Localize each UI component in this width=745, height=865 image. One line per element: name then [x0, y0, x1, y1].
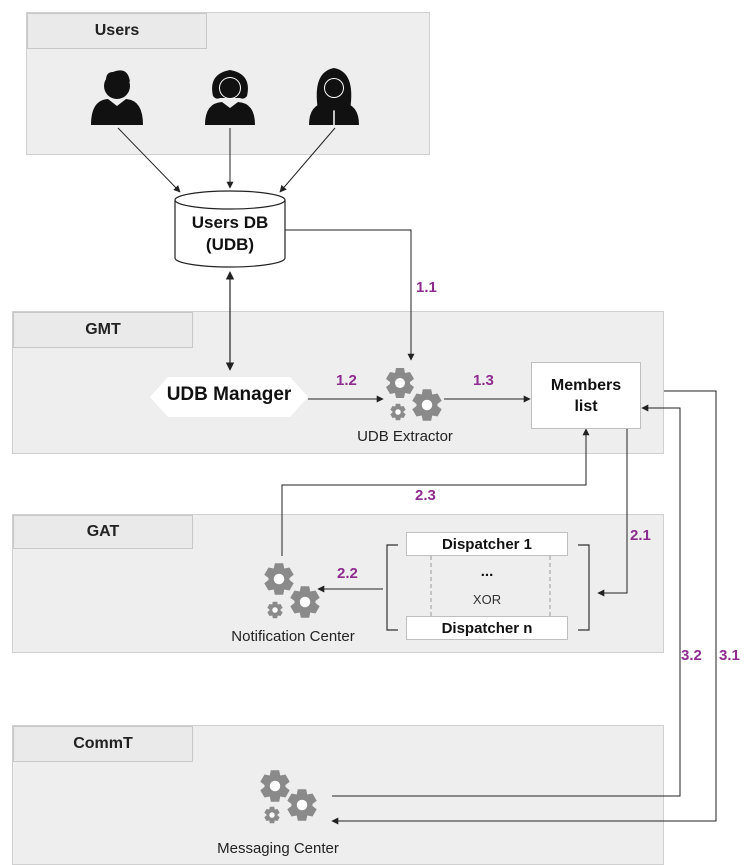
members-list-line1: Members: [550, 376, 622, 394]
udb-manager-label: UDB Manager: [166, 384, 292, 405]
commt-region-title: CommT: [13, 726, 193, 762]
person-female-icon: [205, 70, 255, 125]
users-db-label-line2: (UDB): [205, 235, 255, 254]
arrow-3-2: [332, 404, 681, 797]
dispatcher-left-bracket: [386, 544, 398, 631]
xor-label: XOR: [472, 592, 502, 607]
arrow-3-1: [331, 390, 717, 825]
step-2-1: 2.1: [630, 527, 651, 544]
step-1-3: 1.3: [473, 372, 494, 389]
members-list-box: Members list: [531, 362, 641, 429]
udb-extractor-label: UDB Extractor: [357, 428, 453, 445]
users-db-cylinder: [174, 190, 286, 268]
messaging-center-label: Messaging Center: [217, 840, 339, 857]
users-region-title: Users: [27, 13, 207, 49]
arrow-1-1: [285, 229, 415, 361]
commt-region: CommT: [12, 725, 664, 865]
person-female-long-hair-icon: [309, 68, 359, 125]
step-3-2: 3.2: [681, 647, 702, 664]
dispatcher-1-box: Dispatcher 1: [406, 532, 568, 556]
step-2-3: 2.3: [415, 487, 436, 504]
step-1-1: 1.1: [416, 279, 437, 296]
notification-center-gears-icon: [264, 563, 320, 619]
gat-region-title: GAT: [13, 515, 193, 549]
users-region: Users: [26, 12, 430, 155]
arrow-user1-to-db: [117, 127, 181, 193]
step-2-2: 2.2: [337, 565, 358, 582]
gmt-region-title: GMT: [13, 312, 193, 348]
dispatcher-n-box: Dispatcher n: [406, 616, 568, 640]
dispatcher-ellipsis: ...: [480, 563, 494, 580]
arrow-user3-to-db: [279, 127, 336, 193]
users-db-label: Users DB (UDB): [175, 212, 285, 256]
notification-center-label: Notification Center: [231, 628, 355, 645]
dispatcher-right-bracket: [578, 544, 590, 631]
users-db-label-line1: Users DB: [191, 213, 269, 232]
udb-manager-shape: [150, 377, 308, 417]
arrow-2-3: [281, 428, 590, 556]
step-3-1: 3.1: [719, 647, 740, 664]
arrow-2-1: [597, 428, 628, 597]
udb-extractor-gears-icon: [386, 368, 442, 421]
step-1-2: 1.2: [336, 372, 357, 389]
messaging-center-gears-icon: [260, 770, 317, 824]
person-male-icon: [91, 70, 143, 125]
members-list-line2: list: [574, 397, 598, 415]
